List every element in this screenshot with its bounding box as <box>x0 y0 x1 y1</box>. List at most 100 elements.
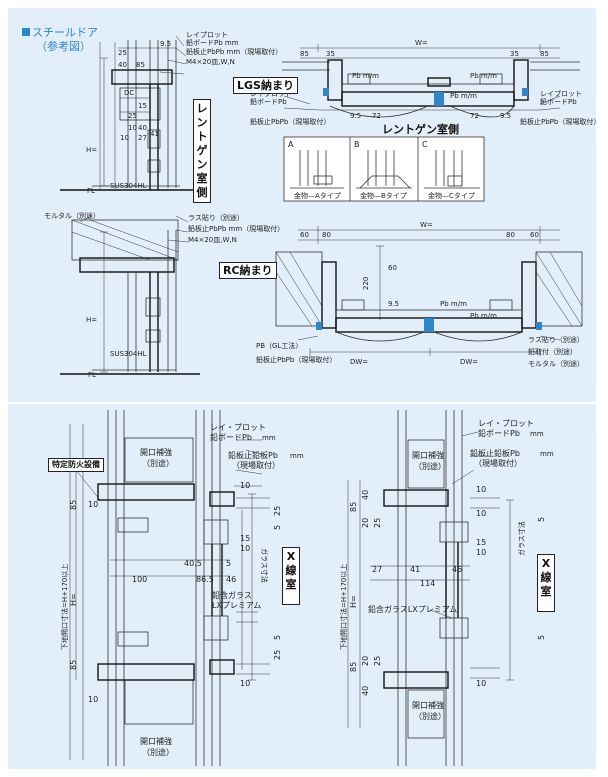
rc-dim-1: 60 <box>530 231 539 239</box>
bottom-right-section <box>347 410 514 766</box>
rc-w: W= <box>420 221 433 229</box>
bl-dim-16: 10 <box>88 695 98 704</box>
rc-site: 鉛取付（別途） <box>528 347 577 356</box>
rc-dim-2: 80 <box>322 231 331 239</box>
bl-unit-1: mm <box>262 434 276 442</box>
br-dim-3: 25 <box>373 518 382 528</box>
lgs-pb-site: 鉛板止PbPb（現場取付） <box>250 117 330 126</box>
lgs-lead-board2-r: 鉛ボードPb <box>540 97 577 106</box>
hardware-type-boxes <box>283 136 485 202</box>
label-roentgen-vertical: レントゲン室側 <box>193 99 211 203</box>
bl-glass: 鉛含ガラス <box>212 590 252 600</box>
lgs-dim-4: 9.5 <box>350 112 361 120</box>
s1-lead-board2: 鉛ボードPb mm <box>186 38 239 47</box>
s1-dc: DC <box>124 89 134 97</box>
bl-dim-9: 100 <box>132 575 147 584</box>
s1-dim-4: 15 <box>138 102 147 110</box>
label-rc: RC納まり <box>219 262 277 279</box>
bl-dim-10: 86.5 <box>196 575 214 584</box>
bl-reinforce-bottom: 開口補強 <box>140 736 172 746</box>
plan-lgs <box>282 44 580 118</box>
br-separate-bottom: （別途） <box>414 711 446 721</box>
bl-dim-15: 85 <box>69 660 78 670</box>
br-dim-17: 10 <box>476 679 486 688</box>
s1-fl: FL <box>87 187 95 195</box>
label-xray-right: X線室 <box>537 554 555 612</box>
rc-dim-4: 220 <box>362 277 370 290</box>
bl-unit-2: mm <box>290 452 304 460</box>
br-dim-8: 10 <box>476 548 486 557</box>
lgs-dim-5: 72 <box>372 112 381 120</box>
rc-mortar: モルタル（別途） <box>528 359 584 368</box>
bottom-left-section <box>69 410 270 766</box>
rc-dw-left: DW= <box>350 358 368 366</box>
br-dim-4: 10 <box>476 485 486 494</box>
rc-pb-1: Pb m/m <box>440 300 467 308</box>
s1-dim-10: 10 <box>120 134 129 142</box>
br-dim-16: 85 <box>349 662 358 672</box>
s1-rail: SUS304HL <box>110 182 147 190</box>
br-dim-12: 114 <box>420 579 435 588</box>
rc-dim-6: 9.5 <box>388 300 399 308</box>
br-lead-board: レイ・プロット <box>478 419 534 428</box>
bl-h: H= <box>69 593 78 606</box>
lgs-lead-board-r: レイプロット <box>540 90 582 98</box>
lgs-w: W= <box>415 39 428 47</box>
br-dim-13: 25 <box>373 656 382 666</box>
br-h: H= <box>349 595 358 608</box>
s2-rail: SUS304HL <box>110 350 147 358</box>
bl-dim-2: 10 <box>240 481 250 490</box>
type-a-letter: A <box>288 140 294 149</box>
bl-dim-13: 25 <box>273 650 282 660</box>
header-square-icon <box>22 28 30 36</box>
bl-dim-12: 10 <box>240 679 250 688</box>
br-dim-15: 40 <box>361 686 370 696</box>
lgs-dim-6: 72 <box>470 112 479 120</box>
s1-lead-board: レイプロット <box>186 31 228 39</box>
lgs-dim-7: 9.5 <box>500 112 511 120</box>
s1-dim-9: 27 <box>138 134 147 142</box>
bl-dim-6: 10 <box>240 544 250 553</box>
bl-dim-5: 15 <box>240 534 250 543</box>
bl-dim-8: 5 <box>226 559 231 568</box>
s2-bolt: M4×20皿,W,N <box>188 236 237 244</box>
section-rc-vertical <box>60 215 200 375</box>
br-dim-14: 20 <box>361 656 370 666</box>
s1-dim-5: 25 <box>128 112 137 120</box>
s2-h: H= <box>86 316 97 324</box>
label-xray-left: X線室 <box>282 547 300 605</box>
rc-dim-5: 60 <box>388 264 397 272</box>
bl-lead-board: レイ・プロット <box>210 423 266 432</box>
br-lead-pb: 鉛板止鉛板Pb <box>470 448 520 458</box>
lgs-lead-board2: 鉛ボードPb <box>250 97 287 106</box>
type-c-caption: 金物—Cタイプ <box>428 191 475 200</box>
s2-fl: FL <box>88 371 96 379</box>
br-lead-board2: 鉛ボードPb <box>478 428 520 438</box>
bl-opening: 下地開口寸法=H+170以上 <box>60 564 69 650</box>
lgs-lead-board: レイプロット <box>250 90 292 98</box>
br-dim-9: 27 <box>372 565 382 574</box>
lgs-dim-2: 35 <box>510 50 519 58</box>
bl-separate-bottom: （別途） <box>142 747 174 757</box>
s1-bolt: M4×20皿,W,N <box>186 58 235 66</box>
br-dim-2: 20 <box>361 518 370 528</box>
lgs-pb-3: Pb m/m <box>450 92 477 100</box>
bl-dim-4: 5 <box>273 525 282 530</box>
label-spec-box: 特定防火設備 <box>48 458 104 472</box>
lgs-pb-1: Pb m/m <box>352 72 379 80</box>
br-dim-6: 5 <box>537 517 546 522</box>
header-title: スチールドア <box>32 26 98 39</box>
bl-dim-7: 40.5 <box>184 559 202 568</box>
br-separate-top: （別途） <box>414 461 446 471</box>
plan-rc <box>275 226 583 356</box>
s1-dim-3: 9.5 <box>160 40 171 48</box>
header-subtitle: （参考図） <box>36 40 91 53</box>
br-glass-size: ガラス寸法 <box>517 521 526 556</box>
lgs-dim-0: 85 <box>300 50 309 58</box>
s1-dim-8: 41 <box>150 130 159 138</box>
s1-dim-1: 40 <box>118 61 127 69</box>
lgs-dim-3: 85 <box>540 50 549 58</box>
br-opening: 下地開口寸法=H+170以上 <box>339 564 348 650</box>
br-dim-1: 40 <box>361 490 370 500</box>
